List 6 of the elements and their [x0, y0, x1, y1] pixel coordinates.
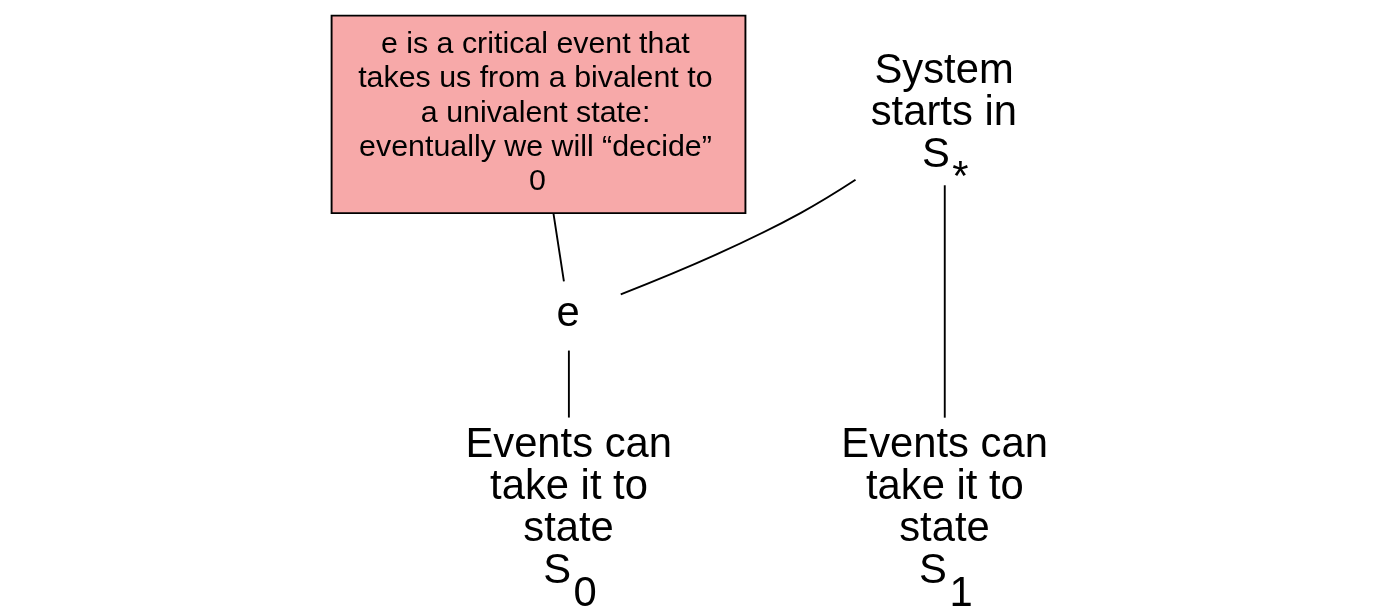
connector	[552, 212, 565, 283]
node-box: e is a critical event that takes us from a bivalent to a univalent state: eventually we will “decide” 0	[330, 14, 747, 215]
connector	[619, 178, 857, 296]
connector	[943, 184, 946, 419]
connector	[567, 349, 570, 419]
node-text: e	[556, 288, 580, 336]
